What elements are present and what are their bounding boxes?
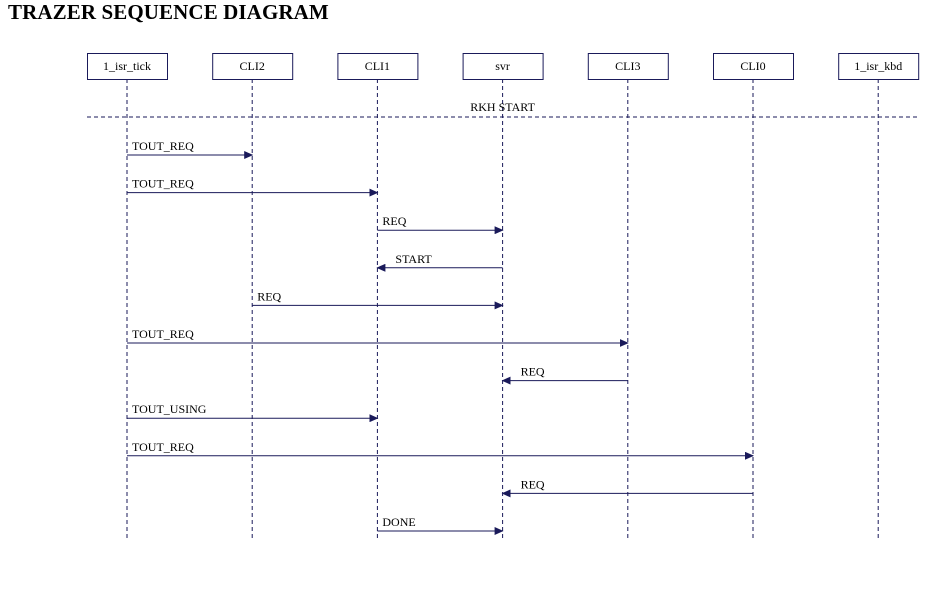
participant-label: svr [495, 59, 510, 73]
participant-cli2: CLI2 [212, 53, 294, 80]
message-6: TOUT_REQ [127, 327, 629, 347]
page-title: TRAZER SEQUENCE DIAGRAM [8, 0, 329, 24]
participant-cli3: CLI3 [587, 53, 669, 80]
message-label: DONE [382, 515, 415, 529]
message-label: REQ [382, 214, 406, 228]
participant-label: CLI3 [615, 59, 640, 73]
participant-label: CLI2 [240, 59, 265, 73]
message-label: REQ [521, 477, 545, 491]
participant-label: 1_isr_tick [103, 59, 151, 73]
message-4: START [376, 252, 503, 272]
message-label: START [395, 252, 432, 266]
participant-isr_tick: 1_isr_tick [87, 53, 168, 80]
message-3: REQ [377, 214, 504, 235]
participant-isr_kbd: 1_isr_kbd [838, 53, 920, 80]
message-10: REQ [501, 477, 753, 498]
participant-svr: svr [462, 53, 544, 80]
message-1: TOUT_REQ [127, 139, 254, 159]
participant-box [337, 53, 419, 80]
message-label: TOUT_REQ [132, 327, 194, 341]
messages: TOUT_REQ TOUT_REQ REQ START REQ TOUT_REQ REQ TO… [127, 139, 754, 535]
participant-box [87, 53, 168, 80]
participant-box [462, 53, 544, 80]
participant-cli1: CLI1 [337, 53, 419, 80]
participant-label: 1_isr_kbd [854, 59, 902, 73]
message-5: REQ [252, 289, 504, 310]
participant-box [587, 53, 669, 80]
participants: 1_isr_tick CLI2 CLI1 svr CLI3 CLI0 1_isr_kbd [87, 53, 920, 80]
message-9: TOUT_REQ [127, 440, 754, 460]
message-label: TOUT_USING [132, 402, 207, 416]
message-11: DONE [377, 515, 504, 535]
participant-box [838, 53, 920, 80]
message-2: TOUT_REQ [127, 177, 379, 197]
message-label: REQ [521, 365, 545, 379]
separator: RKH START [87, 100, 919, 118]
message-label: TOUT_REQ [132, 139, 194, 153]
participant-box [212, 53, 294, 80]
message-label: TOUT_REQ [132, 440, 194, 454]
participant-cli0: CLI0 [713, 53, 794, 80]
participant-box [713, 53, 794, 80]
separator-label: RKH START [470, 100, 535, 114]
message-8: TOUT_USING [127, 402, 379, 423]
message-label: TOUT_REQ [132, 177, 194, 191]
message-label: REQ [257, 289, 281, 303]
participant-label: CLI1 [365, 59, 390, 73]
lifelines [126, 79, 879, 540]
participant-label: CLI0 [740, 59, 765, 73]
message-7: REQ [501, 365, 628, 385]
